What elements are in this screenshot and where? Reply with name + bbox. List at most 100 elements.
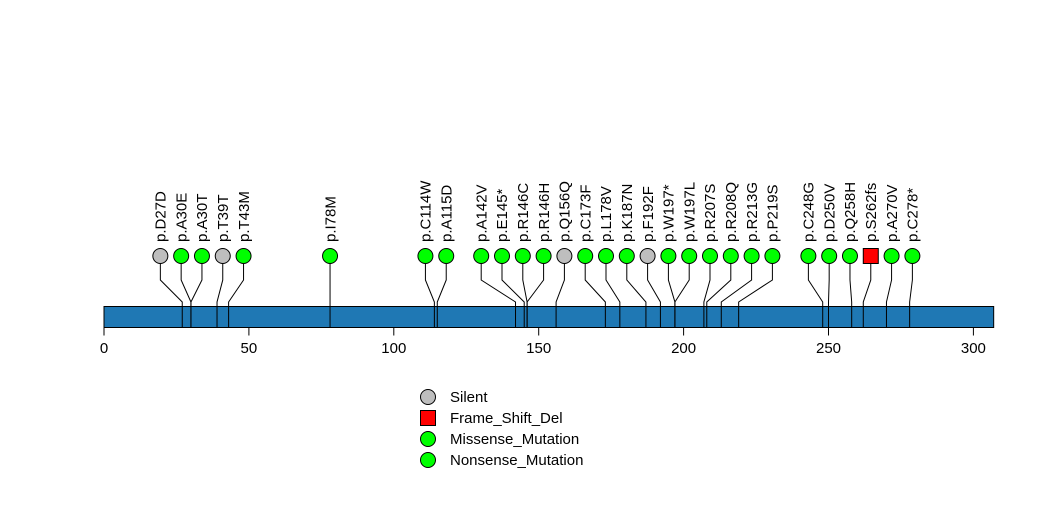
axis-tick-label: 150 (526, 340, 551, 357)
mutation-marker (800, 248, 817, 264)
axis-tick-label: 0 (100, 340, 108, 357)
mutation-label: p.R208Q (723, 182, 740, 242)
mutation-stem (501, 263, 525, 327)
mutation-label: p.S262fs (863, 183, 880, 242)
legend-marker-missense-mutation (420, 431, 436, 447)
mutation-stem (720, 263, 753, 327)
mutation-marker (235, 248, 252, 264)
mutation-label: p.A270V (884, 184, 901, 242)
legend-marker-frame-shift-del (420, 410, 436, 426)
mutation-stem (584, 263, 606, 327)
mutation-marker (322, 248, 339, 264)
mutation-marker (701, 248, 718, 264)
legend-label: Missense_Mutation (450, 431, 579, 448)
mutation-marker (514, 248, 531, 264)
mutation-label: p.I78M (322, 196, 339, 242)
legend-label: Silent (450, 389, 488, 406)
mutation-marker (821, 248, 838, 264)
mutation-marker (660, 248, 677, 264)
mutation-stem (216, 263, 224, 327)
mutation-stem (706, 263, 732, 327)
mutation-stem (159, 263, 183, 327)
mutation-stem (909, 263, 913, 327)
mutation-marker (577, 248, 594, 264)
mutation-stem (190, 263, 203, 327)
mutation-label: p.K187N (619, 184, 636, 242)
mutation-label: p.Q258H (842, 182, 859, 242)
mutation-marker (639, 248, 656, 264)
mutation-label: p.W197L (681, 182, 698, 242)
mutation-stem (828, 263, 830, 327)
mutation-label: p.W197* (661, 184, 678, 242)
mutation-label: p.R146C (515, 183, 532, 242)
axis-tick-label: 100 (381, 340, 406, 357)
mutation-stem (738, 263, 773, 327)
mutation-marker (743, 248, 760, 264)
protein-bar (103, 306, 995, 328)
mutation-stem (526, 263, 545, 327)
mutation-label: p.R146H (536, 183, 553, 242)
mutation-marker (681, 248, 698, 264)
mutation-marker (618, 248, 635, 264)
mutation-label: p.L178V (598, 186, 615, 242)
mutation-marker (722, 248, 739, 264)
mutation-marker (214, 248, 231, 264)
mutation-label: p.A142V (473, 184, 490, 242)
mutation-stem (862, 263, 872, 327)
mutation-label: p.D27D (153, 191, 170, 242)
mutation-stem (605, 263, 621, 327)
mutation-marker (493, 248, 510, 264)
axis-tick-label: 250 (816, 340, 841, 357)
mutation-stem (626, 263, 647, 327)
mutation-marker (438, 248, 455, 264)
mutation-label: p.P219S (765, 184, 782, 242)
mutation-label: p.A30T (194, 194, 211, 242)
mutation-marker (862, 248, 879, 264)
mutation-stem (228, 263, 245, 327)
mutation-marker (556, 248, 573, 264)
mutation-stem (424, 263, 435, 327)
mutation-stem (555, 263, 565, 327)
mutation-stem (647, 263, 661, 327)
mutation-label: p.R213G (744, 182, 761, 242)
axis-tick-label: 50 (241, 340, 258, 357)
mutation-stem (703, 263, 711, 327)
mutation-marker (883, 248, 900, 264)
mutation-stem (807, 263, 824, 327)
mutation-label: p.D250V (821, 184, 838, 242)
mutation-label: p.C278* (905, 188, 922, 242)
legend-label: Nonsense_Mutation (450, 452, 583, 469)
mutation-marker (904, 248, 921, 264)
mutation-marker (473, 248, 490, 264)
mutation-marker (152, 248, 169, 264)
mutation-marker (173, 248, 190, 264)
mutation-stem (436, 263, 447, 327)
mutation-label: p.C173F (577, 184, 594, 242)
mutation-label: p.Q156Q (557, 181, 574, 242)
axis-tick-label: 300 (961, 340, 986, 357)
mutation-marker (193, 248, 210, 264)
mutation-label: p.R207S (702, 184, 719, 242)
mutation-marker (535, 248, 552, 264)
legend-marker-nonsense-mutation (420, 452, 436, 468)
mutation-label: p.F192F (640, 186, 657, 242)
mutation-stem (885, 263, 893, 327)
mutation-marker (841, 248, 858, 264)
mutation-marker (417, 248, 434, 264)
legend-marker-silent (420, 389, 436, 405)
mutation-label: p.C248G (801, 182, 818, 242)
mutation-label: p.T43M (236, 191, 253, 242)
legend-label: Frame_Shift_Del (450, 410, 563, 427)
mutation-marker (764, 248, 781, 264)
mutation-marker (597, 248, 614, 264)
mutation-label: p.E145* (494, 188, 511, 242)
mutation-stem (480, 263, 517, 327)
mutation-label: p.A30E (173, 193, 190, 242)
axis-tick-label: 200 (671, 340, 696, 357)
mutation-stem (674, 263, 690, 327)
mutation-label: p.C114W (418, 180, 435, 242)
mutation-stem (849, 263, 853, 327)
mutation-label: p.A115D (438, 185, 455, 242)
